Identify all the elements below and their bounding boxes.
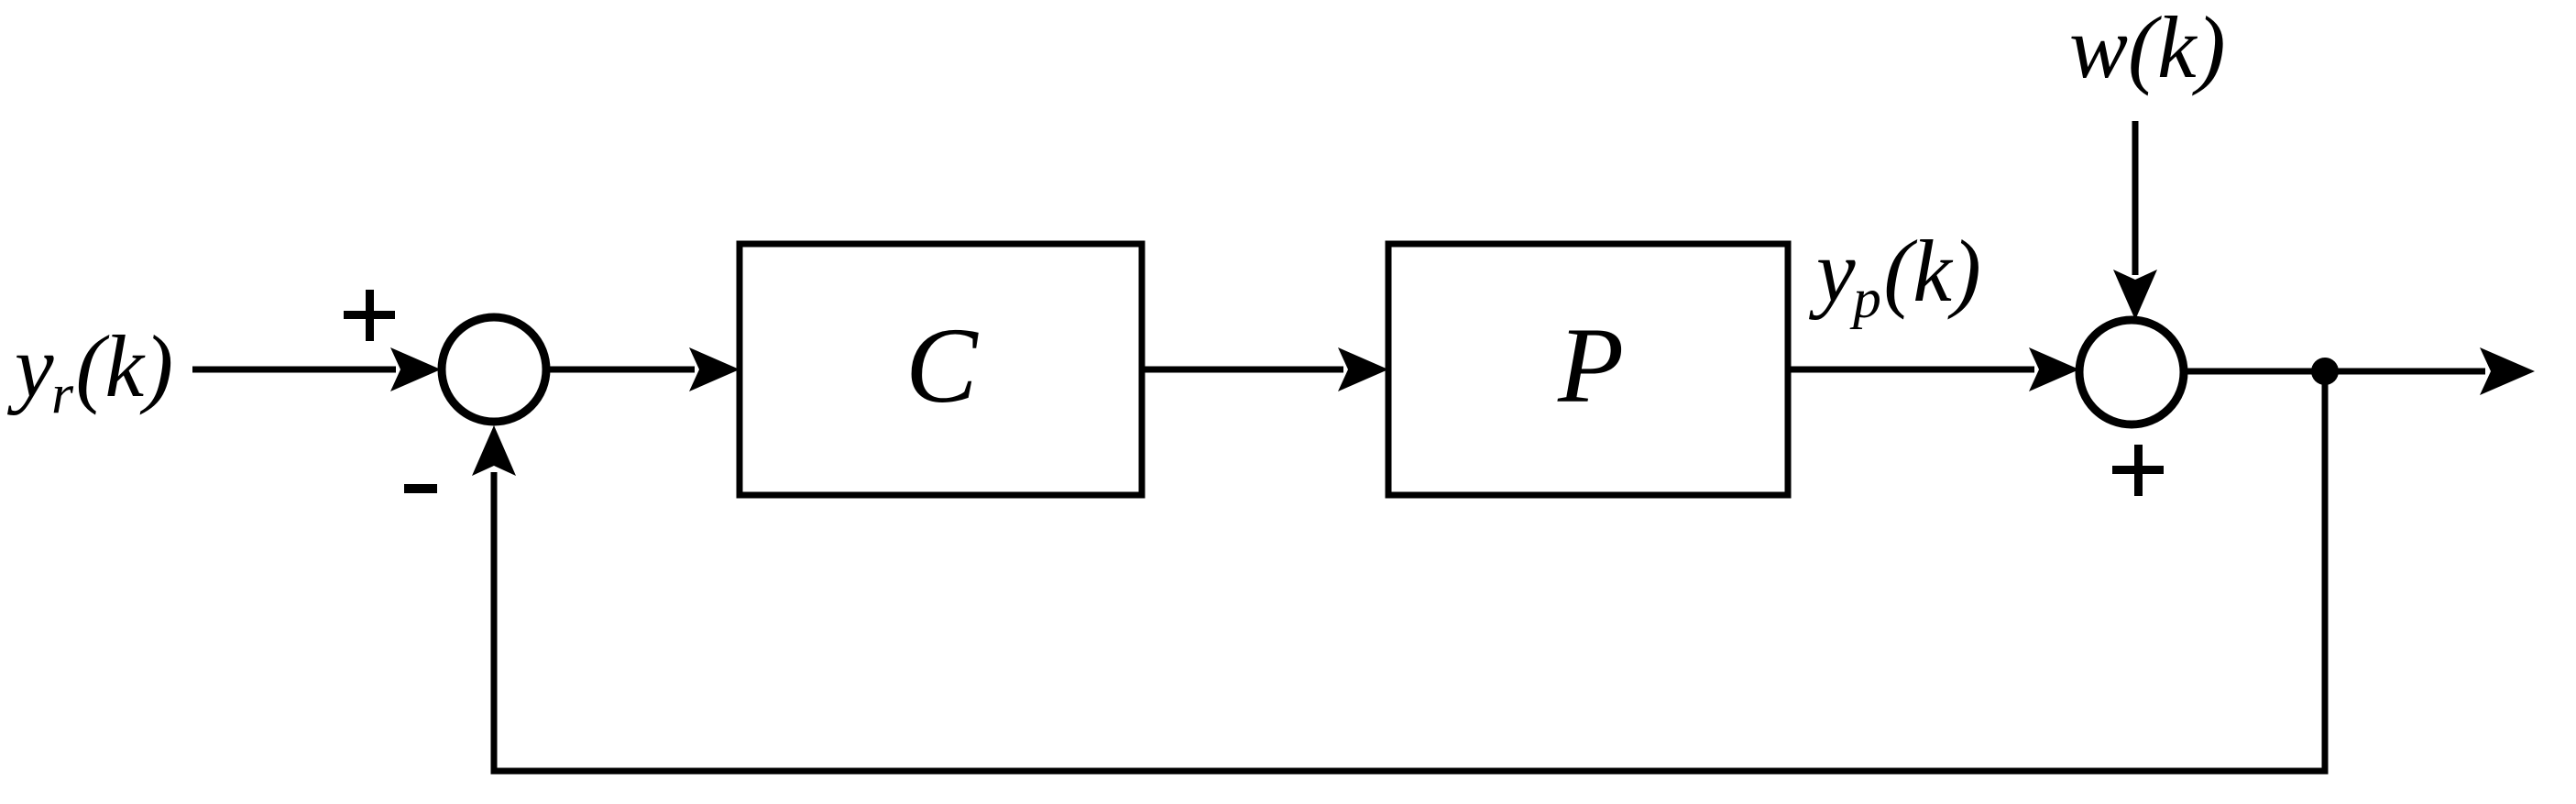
label-block-plant: P: [1558, 305, 1625, 425]
label-reference-signal: yr(k): [15, 323, 173, 424]
block-controller[interactable]: [736, 240, 1145, 499]
label-plant-output-signal: yp(k): [1816, 227, 1981, 328]
wire-feedback-path: [490, 371, 2329, 775]
label-plant-output-argument: (k): [1883, 222, 1981, 320]
plus-sign-disturbance: [2112, 445, 2164, 496]
arrowhead-controller-input: [689, 347, 740, 391]
minus-sign-feedback: [404, 484, 437, 493]
summing-junction-disturbance: [2075, 315, 2188, 429]
label-plant-output-subscript: p: [1853, 268, 1881, 331]
label-reference-argument: (k): [75, 317, 174, 415]
arrowhead-feedback-input: [472, 425, 516, 476]
arrowhead-reference-input: [390, 347, 441, 391]
label-disturbance-signal: w(k): [2069, 4, 2226, 92]
label-disturbance-argument: (k): [2128, 0, 2226, 96]
label-reference-subscript: r: [51, 363, 74, 426]
label-block-controller: C: [905, 305, 978, 425]
arrowhead-disturbance-input: [2113, 270, 2157, 320]
label-reference-base: y: [15, 317, 54, 415]
label-disturbance-base: w: [2069, 0, 2129, 96]
summing-junction-error: [437, 313, 551, 426]
plus-sign-reference: [344, 290, 395, 341]
arrowhead-plant-input: [1338, 347, 1388, 391]
arrowhead-disturbance-junction-input: [2029, 347, 2079, 391]
label-plant-output-base: y: [1816, 222, 1856, 320]
arrowhead-system-output: [2480, 347, 2535, 395]
